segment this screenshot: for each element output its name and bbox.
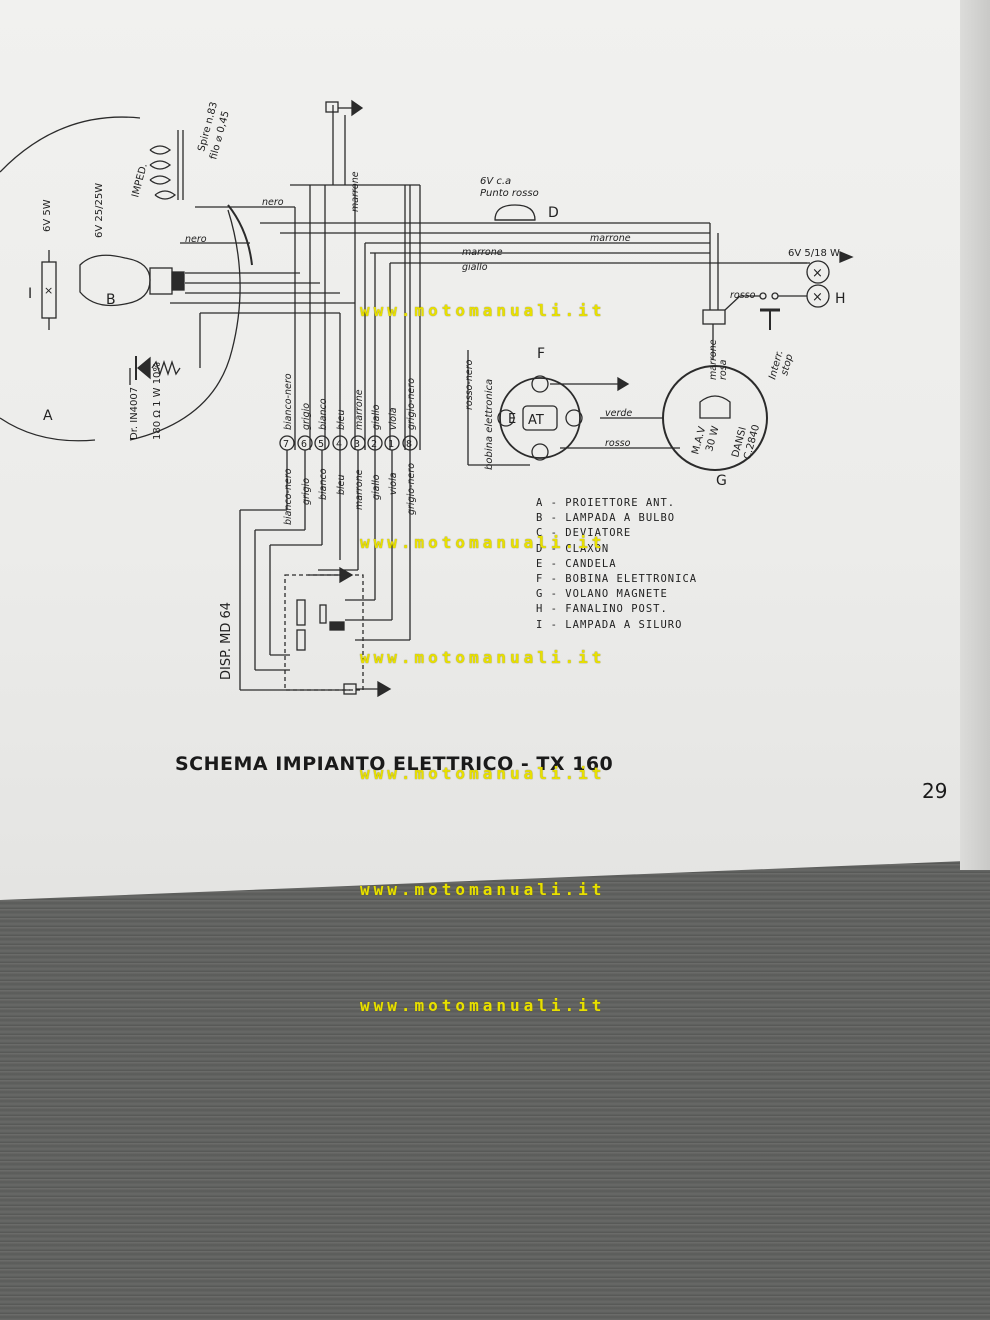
wire-label-rosso-nero: rosso-nero bbox=[464, 359, 475, 410]
page-stack-edge bbox=[960, 0, 990, 870]
headlamp-outline-lower bbox=[0, 417, 96, 442]
wire-label-upper-4: bleu bbox=[336, 409, 347, 430]
siluro-lamp: × bbox=[41, 250, 57, 330]
label-h: H bbox=[835, 291, 846, 307]
label-g: G bbox=[716, 473, 727, 489]
watermark-1: www.motomanuali.it bbox=[360, 301, 606, 320]
legend: A - PROIETTORE ANT. B - LAMPADA A BULBO … bbox=[536, 496, 697, 633]
wire-label-rosso-g: rosso bbox=[605, 438, 631, 449]
wire-label-upper-5: bianco bbox=[318, 398, 329, 430]
electronic-coil bbox=[467, 350, 630, 466]
stop-switch bbox=[740, 292, 807, 330]
wire-label-lower-7: bianco-nero bbox=[283, 468, 294, 525]
wire-label-marrone-vert: marrone bbox=[350, 171, 361, 212]
spec-tail: 6V 5/18 W bbox=[788, 248, 840, 259]
wire-label-nero-lamp: nero bbox=[185, 234, 207, 245]
wire-label-lower-5: bianco bbox=[318, 468, 329, 500]
watermark-2: www.motomanuali.it bbox=[360, 533, 606, 552]
label-e: E bbox=[508, 412, 516, 427]
label-d: D bbox=[548, 205, 559, 221]
spec-lamp-b: 6V 25/25W bbox=[94, 183, 105, 238]
spec-diode: Dr. IN4007 bbox=[129, 387, 140, 440]
wire-label-marrone-d: marrone bbox=[462, 247, 503, 258]
page-number: 29 bbox=[922, 779, 948, 803]
diode-resistor bbox=[129, 356, 181, 385]
top-ground bbox=[325, 99, 364, 117]
wire-label-rosa: rosa bbox=[718, 359, 729, 380]
spec-resistor: 180 Ω 1 W 10% bbox=[152, 362, 163, 440]
wire-label-lower-1: viola bbox=[388, 472, 399, 495]
wire-label-upper-8: grigio-nero bbox=[406, 378, 417, 430]
terminal-circles bbox=[279, 435, 418, 451]
legend-item-c: C - DEVIATORE bbox=[536, 527, 632, 540]
spec-disp: DISP. MD 64 bbox=[219, 602, 234, 680]
spec-bobina: bobina elettronica bbox=[484, 379, 495, 470]
manual-page bbox=[0, 0, 990, 900]
legend-item-i: I - LAMPADA A SILURO bbox=[536, 618, 683, 631]
wire-label-upper-3: marrone bbox=[354, 389, 365, 430]
legend-item-f: F - BOBINA ELETTRONICA bbox=[536, 573, 698, 586]
legend-item-g: G - VOLANO MAGNETE bbox=[536, 588, 668, 601]
wire-label-lower-3: marrone bbox=[354, 469, 365, 510]
wire-label-marrone-right: marrone bbox=[590, 233, 631, 244]
svg-text:×: × bbox=[812, 266, 823, 281]
legend-item-e: E - CANDELA bbox=[536, 557, 617, 570]
wire-label-lower-8: grigio-nero bbox=[406, 463, 417, 515]
wire-label-upper-2: giallo bbox=[371, 404, 382, 430]
wire-label-verde: verde bbox=[605, 408, 632, 419]
spec-stop: stop bbox=[779, 353, 795, 377]
legend-item-a: A - PROIETTORE ANT. bbox=[536, 497, 676, 509]
flywheel-magneto bbox=[560, 365, 768, 471]
svg-text:×: × bbox=[44, 284, 53, 297]
terminal-strip bbox=[286, 450, 411, 640]
label-a: A bbox=[43, 408, 53, 424]
wire-label-upper-6: grigio bbox=[301, 403, 312, 430]
wire-label-marrone-g: marrone bbox=[708, 339, 719, 380]
wire-label-lower-6: grigio bbox=[301, 478, 312, 505]
wire-bundle bbox=[170, 105, 810, 450]
terminal-4: 4 bbox=[336, 439, 342, 450]
page-title: SCHEMA IMPIANTO ELETTRICO - TX 160 bbox=[175, 753, 614, 775]
watermark-3: www.motomanuali.it bbox=[360, 648, 606, 667]
spec-imped: IMPED. bbox=[130, 162, 150, 198]
junction-block bbox=[702, 309, 726, 325]
legend-item-d: D - CLAXON bbox=[536, 542, 610, 555]
label-f: F bbox=[537, 346, 545, 362]
terminal-7: 7 bbox=[283, 439, 289, 450]
wire-label-upper-7: bianco-nero bbox=[283, 373, 294, 430]
wiring-diagram: × bbox=[0, 99, 854, 698]
headlamp-outline bbox=[0, 116, 141, 173]
label-i: I bbox=[28, 286, 32, 302]
impedance-coil bbox=[149, 130, 184, 200]
svg-text:×: × bbox=[812, 290, 823, 305]
watermark-4: www.motomanuali.it bbox=[360, 764, 606, 783]
terminal-6: 6 bbox=[301, 439, 307, 450]
terminal-2: 2 bbox=[371, 439, 377, 450]
spec-horn: 6V c.a bbox=[480, 176, 511, 187]
wire-label-rosso-stop: rosso bbox=[730, 290, 756, 301]
horn bbox=[494, 204, 536, 221]
legend-item-b: B - LAMPADA A BULBO bbox=[536, 512, 676, 525]
label-at: AT bbox=[528, 413, 544, 428]
wire-label-lower-2: giallo bbox=[371, 474, 382, 500]
wire-label-lower-4: bleu bbox=[336, 474, 347, 495]
terminal-8: 8 bbox=[406, 439, 412, 450]
wire-label-nero-top: nero bbox=[262, 197, 284, 208]
terminal-5: 5 bbox=[318, 439, 324, 450]
label-b: B bbox=[106, 292, 116, 308]
spec-horn-dot: Punto rosso bbox=[480, 188, 539, 199]
wire-label-upper-1: viola bbox=[388, 407, 399, 430]
watermark-5: www.motomanuali.it bbox=[360, 880, 606, 899]
legend-item-h: H - FANALINO POST. bbox=[536, 603, 668, 616]
wire-label-giallo: giallo bbox=[462, 262, 488, 273]
switch-c bbox=[284, 566, 392, 698]
watermark-6: www.motomanuali.it bbox=[360, 996, 606, 1015]
bulb-lamp bbox=[79, 254, 185, 307]
spec-lamp-i: 6V 5W bbox=[42, 199, 53, 232]
terminal-1: 1 bbox=[388, 439, 394, 450]
terminal-3: 3 bbox=[354, 439, 360, 450]
